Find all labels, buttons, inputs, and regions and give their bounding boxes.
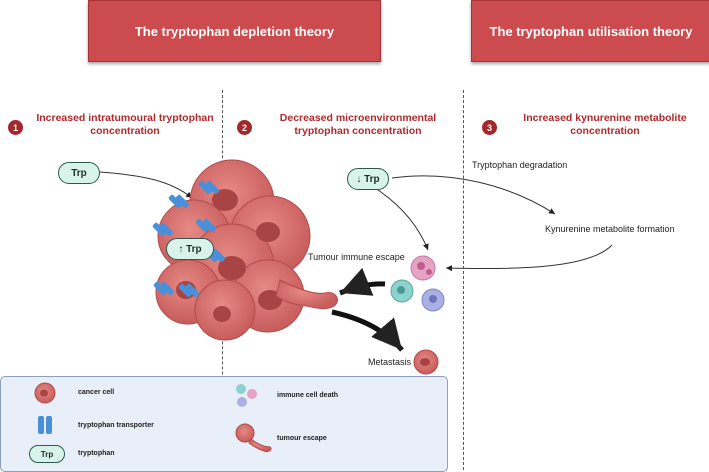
tumour-escape-icon	[235, 423, 272, 452]
tryptophan-transporter-icon	[178, 283, 199, 297]
legend-immune-cell-death: immune cell death	[277, 392, 339, 399]
trp-decreased-pill: ↓ Trp	[347, 168, 389, 190]
metastasis-arrow	[331, 309, 404, 352]
immune-cell-icon	[236, 384, 257, 407]
cancer-cell-icon	[34, 382, 56, 404]
utilisation-theory-title: The tryptophan utilisation theory	[489, 23, 693, 39]
tumour-immune-escape-arrow	[339, 267, 386, 296]
immune-cell-icon	[390, 279, 414, 303]
metastasis-label: Metastasis	[368, 357, 412, 367]
section-1-heading-line1: Increased intratumoural tryptophan	[36, 112, 214, 124]
trp-uptake-arrow	[99, 171, 193, 199]
trp-to-immune-arrow	[377, 189, 429, 251]
legend: Trp cancer cell tryptophan transporter t…	[0, 376, 448, 472]
trp-intratumoural-pill: ↑ Trp	[166, 238, 214, 260]
immune-cell-icon	[421, 288, 445, 312]
legend-trp-pill: Trp	[29, 445, 65, 463]
section-3-heading-line2: concentration	[570, 125, 640, 137]
legend-cancer-cell: cancer cell	[78, 389, 115, 396]
kynurenine-to-immune-arrow	[445, 244, 613, 272]
metastatic-cancer-cell-icon	[413, 349, 439, 375]
tumour-escape-icon	[275, 279, 338, 310]
section-1-heading-line2: concentration	[90, 125, 160, 137]
section-3-badge: 3	[482, 120, 497, 135]
section-2-heading: Decreased microenvironmental tryptophan …	[258, 112, 458, 138]
section-2-badge: 2	[237, 120, 252, 135]
depletion-theory-title: The tryptophan depletion theory	[134, 23, 335, 39]
tumour-immune-escape-label: Tumour immune escape	[308, 252, 405, 262]
divider-right	[463, 90, 464, 470]
tryptophan-transporter-icon	[38, 416, 52, 434]
legend-icons	[34, 382, 272, 452]
kynurenine-formation-label: Kynurenine metabolite formation	[545, 224, 675, 234]
section-2-heading-line1: Decreased microenvironmental	[279, 112, 437, 124]
section-2-heading-line2: tryptophan concentration	[294, 125, 422, 137]
tryptophan-degradation-arrow	[391, 175, 556, 215]
depletion-theory-header: The tryptophan depletion theory	[88, 0, 381, 62]
tryptophan-transporter-icon	[198, 180, 219, 194]
tryptophan-transporter-icon	[152, 222, 173, 236]
section-3-heading: Increased kynurenine metabolite concentr…	[505, 112, 705, 138]
section-3-heading-line1: Increased kynurenine metabolite	[523, 112, 687, 124]
legend-tryptophan: tryptophan	[78, 450, 115, 457]
tryptophan-transporter-icon	[153, 281, 174, 295]
trp-extracellular-pill: Trp	[58, 162, 100, 184]
section-1-badge: 1	[8, 120, 23, 135]
section-1-heading: Increased intratumoural tryptophan conce…	[30, 112, 220, 138]
tryptophan-degradation-label: Tryptophan degradation	[472, 160, 568, 170]
legend-tryptophan-transporter: tryptophan transporter	[78, 422, 154, 429]
utilisation-theory-header: The tryptophan utilisation theory	[471, 0, 709, 62]
immune-cell-icon	[410, 255, 436, 281]
tryptophan-transporter-icon	[195, 218, 216, 232]
tryptophan-transporter-icon	[168, 194, 189, 208]
legend-tumour-escape: tumour escape	[277, 435, 327, 442]
